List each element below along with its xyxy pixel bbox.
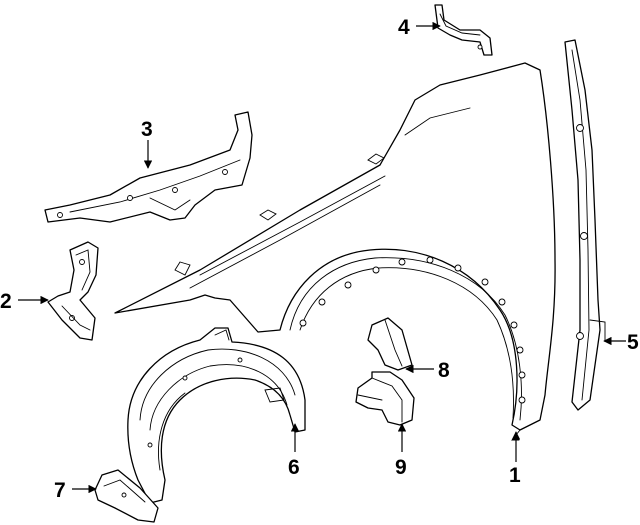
callout-2: 2: [0, 290, 12, 313]
callout-7: 7: [54, 479, 66, 502]
fender-molding: [564, 39, 606, 411]
lower-liner-piece: [94, 469, 159, 523]
callout-8: 8: [438, 359, 450, 382]
callout-6: 6: [288, 456, 300, 479]
callout-9: 9: [395, 456, 407, 479]
top-bracket: [434, 4, 493, 56]
fender-panel: [114, 62, 556, 441]
lower-bracket: [47, 241, 99, 341]
callout-4: 4: [398, 16, 410, 39]
callout-3: 3: [141, 118, 153, 141]
callout-5: 5: [627, 331, 639, 354]
callout-1: 1: [509, 464, 521, 487]
fender-liner: [127, 327, 306, 504]
foam-insulator: [355, 371, 415, 426]
upper-bracket: [44, 111, 253, 223]
wedge-insulator: [367, 317, 413, 371]
